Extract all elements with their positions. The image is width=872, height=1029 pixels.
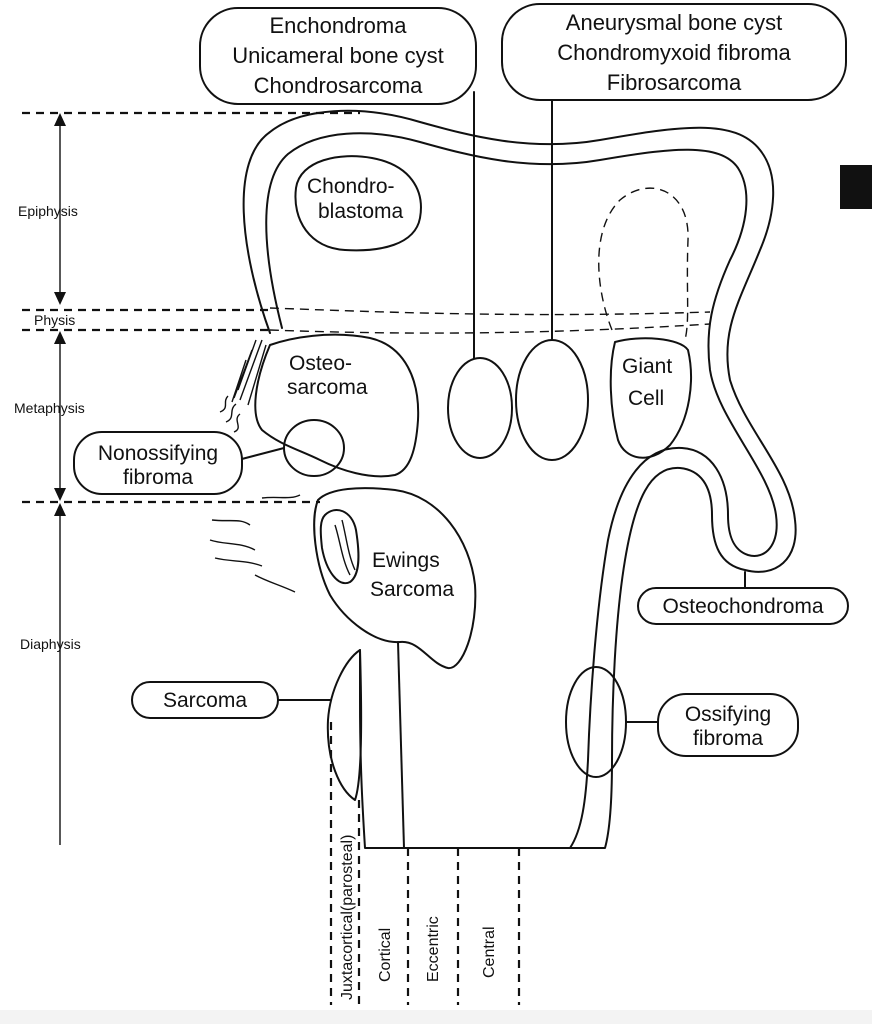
metaphysis-label: Metaphysis	[14, 400, 85, 416]
bottom-strip	[0, 1010, 872, 1024]
diaphysis-arrow	[54, 503, 66, 845]
box-top-left-line2: Unicameral bone cyst	[232, 43, 444, 68]
chondroblastoma-label-2: blastoma	[318, 200, 404, 223]
bone-outline-outer	[242, 109, 797, 849]
osteosarcoma-label-1: Osteo-	[289, 352, 352, 375]
box-osteochondroma	[637, 587, 849, 625]
osteosarcoma-spicules	[219, 395, 241, 433]
sarcoma-lesion	[326, 649, 363, 801]
box-ossifying	[657, 693, 799, 757]
ewings-label-2: Sarcoma	[370, 578, 454, 601]
box-top-right-line2: Chondromyxoid fibroma	[557, 40, 791, 65]
box-top-right	[501, 3, 847, 101]
box-nonossifying	[73, 431, 243, 495]
aneurysmal-cyst-lesion	[515, 339, 589, 461]
nonossifying-leader	[237, 447, 285, 461]
giant-cell-label-1: Giant	[622, 355, 672, 378]
giant-cell-label-2: Cell	[628, 387, 664, 410]
diaphysis-label: Diaphysis	[20, 636, 81, 652]
epiphysis-arrow	[54, 113, 66, 305]
enchondroma-lesion	[447, 357, 513, 459]
box-nonossifying-line2: fibroma	[123, 466, 193, 489]
giant-cell-dashed-outline	[598, 187, 689, 341]
box-top-left	[199, 7, 477, 105]
ewings-label-1: Ewings	[372, 549, 440, 572]
ewings-periosteal-reaction	[209, 494, 301, 593]
cortex-line	[397, 641, 405, 849]
osteo-fringe	[231, 339, 267, 406]
box-top-right-line3: Fibrosarcoma	[607, 70, 742, 95]
box-ossifying-line1: Ossifying	[685, 703, 771, 726]
page-tab-marker	[840, 165, 872, 209]
physis-label: Physis	[34, 312, 75, 328]
growth-plate-line-upper	[269, 307, 711, 316]
osteosarcoma-label-2: sarcoma	[287, 376, 368, 399]
axis-label-juxtacortical: Juxtacortical(parosteal)	[339, 835, 356, 1000]
box-ossifying-line2: fibroma	[693, 727, 763, 750]
ewings-inner-detail	[334, 519, 356, 576]
axis-label-cortical: Cortical	[377, 928, 394, 982]
ewings-inner-cavity	[319, 509, 360, 585]
axis-label-eccentric: Eccentric	[425, 916, 442, 982]
chondroblastoma-label-1: Chondro-	[307, 175, 395, 198]
metaphysis-arrow	[54, 331, 66, 501]
axis-label-central: Central	[481, 926, 498, 978]
box-osteochondroma-label: Osteochondroma	[662, 595, 823, 618]
box-sarcoma	[131, 681, 279, 719]
bone-outline-inner	[265, 132, 778, 849]
box-top-left-line1: Enchondroma	[270, 13, 408, 38]
ewings-sarcoma-lesion	[313, 487, 477, 669]
box-nonossifying-line1: Nonossifying	[98, 442, 218, 465]
box-sarcoma-label: Sarcoma	[163, 689, 247, 712]
growth-plate-line-lower	[269, 323, 711, 334]
giant-cell-lesion	[609, 337, 692, 459]
box-top-right-line1: Aneurysmal bone cyst	[566, 10, 782, 35]
epiphysis-label: Epiphysis	[18, 203, 78, 219]
chondroblastoma-lesion	[294, 155, 422, 252]
ossifying-fibroma-lesion	[565, 666, 627, 778]
box-top-left-line3: Chondrosarcoma	[254, 73, 424, 98]
osteosarcoma-lesion	[254, 333, 420, 478]
